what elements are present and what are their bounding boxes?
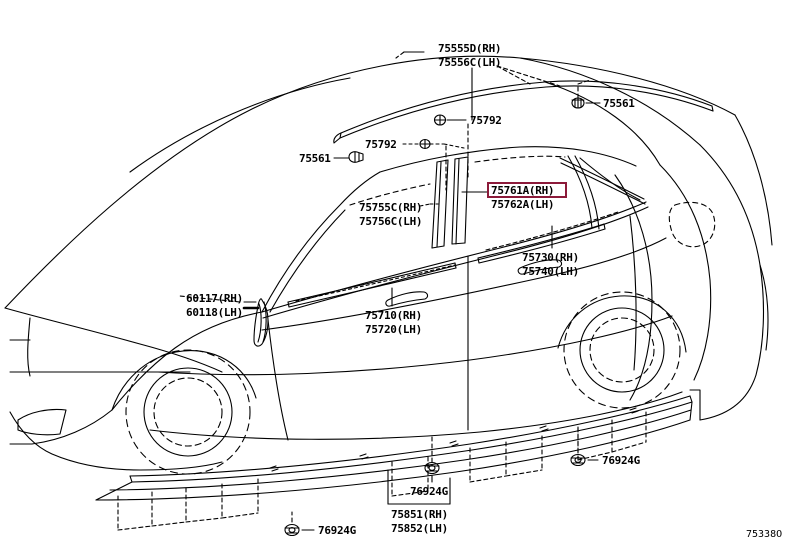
part-number-75555d: 75555D(RH) [438,42,502,55]
part-number-75710: 75710(RH) [365,309,422,322]
part-number-75756c: 75756C(LH) [359,215,423,228]
label-quarter-window-moulding[interactable]: 75761A(RH) 75762A(LH) [491,184,555,212]
part-number-75561-front: 75561 [299,152,331,165]
part-number-75561-rear: 75561 [603,97,635,110]
label-clip-76924g-center[interactable]: 76924G [410,485,448,498]
highlighted-part-box[interactable] [487,182,567,198]
part-number-75740: 75740(LH) [522,265,579,278]
part-number-75792-upper: 75792 [470,114,502,127]
label-clip-76924g-right[interactable]: 76924G [602,454,640,467]
label-front-door-belt-moulding[interactable]: 75710(RH) 75720(LH) [365,309,422,337]
label-rocker-panel-moulding[interactable]: 75851(RH) 75852(LH) [391,508,448,536]
part-number-75556c: 75556C(LH) [438,56,502,69]
part-number-60118: 60118(LH) [186,306,243,319]
label-rear-door-belt-moulding[interactable]: 75730(RH) 75740(LH) [522,251,579,279]
part-number-76924g-left: 76924G [318,524,356,537]
label-clip-76924g-left[interactable]: 76924G [318,524,356,537]
part-number-75851: 75851(RH) [391,508,448,521]
part-number-75755c: 75755C(RH) [359,201,423,214]
label-clip-75561-rear[interactable]: 75561 [603,97,635,110]
label-windshield-moulding[interactable]: 60117(RH) 60118(LH) [186,292,243,320]
label-b-pillar-cover[interactable]: 75755C(RH) 75756C(LH) [359,201,423,229]
part-number-75730: 75730(RH) [522,251,579,264]
diagram-reference-code: 75338O [746,529,783,540]
part-number-75852: 75852(LH) [391,522,448,535]
label-clip-75792-lower[interactable]: 75792 [365,138,397,151]
part-number-75792-lower: 75792 [365,138,397,151]
part-number-75720: 75720(LH) [365,323,422,336]
part-number-76924g-center: 76924G [410,485,448,498]
part-number-60117: 60117(RH) [186,292,243,305]
part-number-75762a: 75762A(LH) [491,198,555,211]
part-number-76924g-right: 76924G [602,454,640,467]
label-roof-drip-moulding[interactable]: 75555D(RH) 75556C(LH) [438,42,502,70]
label-clip-75792-upper[interactable]: 75792 [470,114,502,127]
part-number-75761a: 75761A(RH) [491,184,555,197]
label-clip-75561-front[interactable]: 75561 [299,152,331,165]
